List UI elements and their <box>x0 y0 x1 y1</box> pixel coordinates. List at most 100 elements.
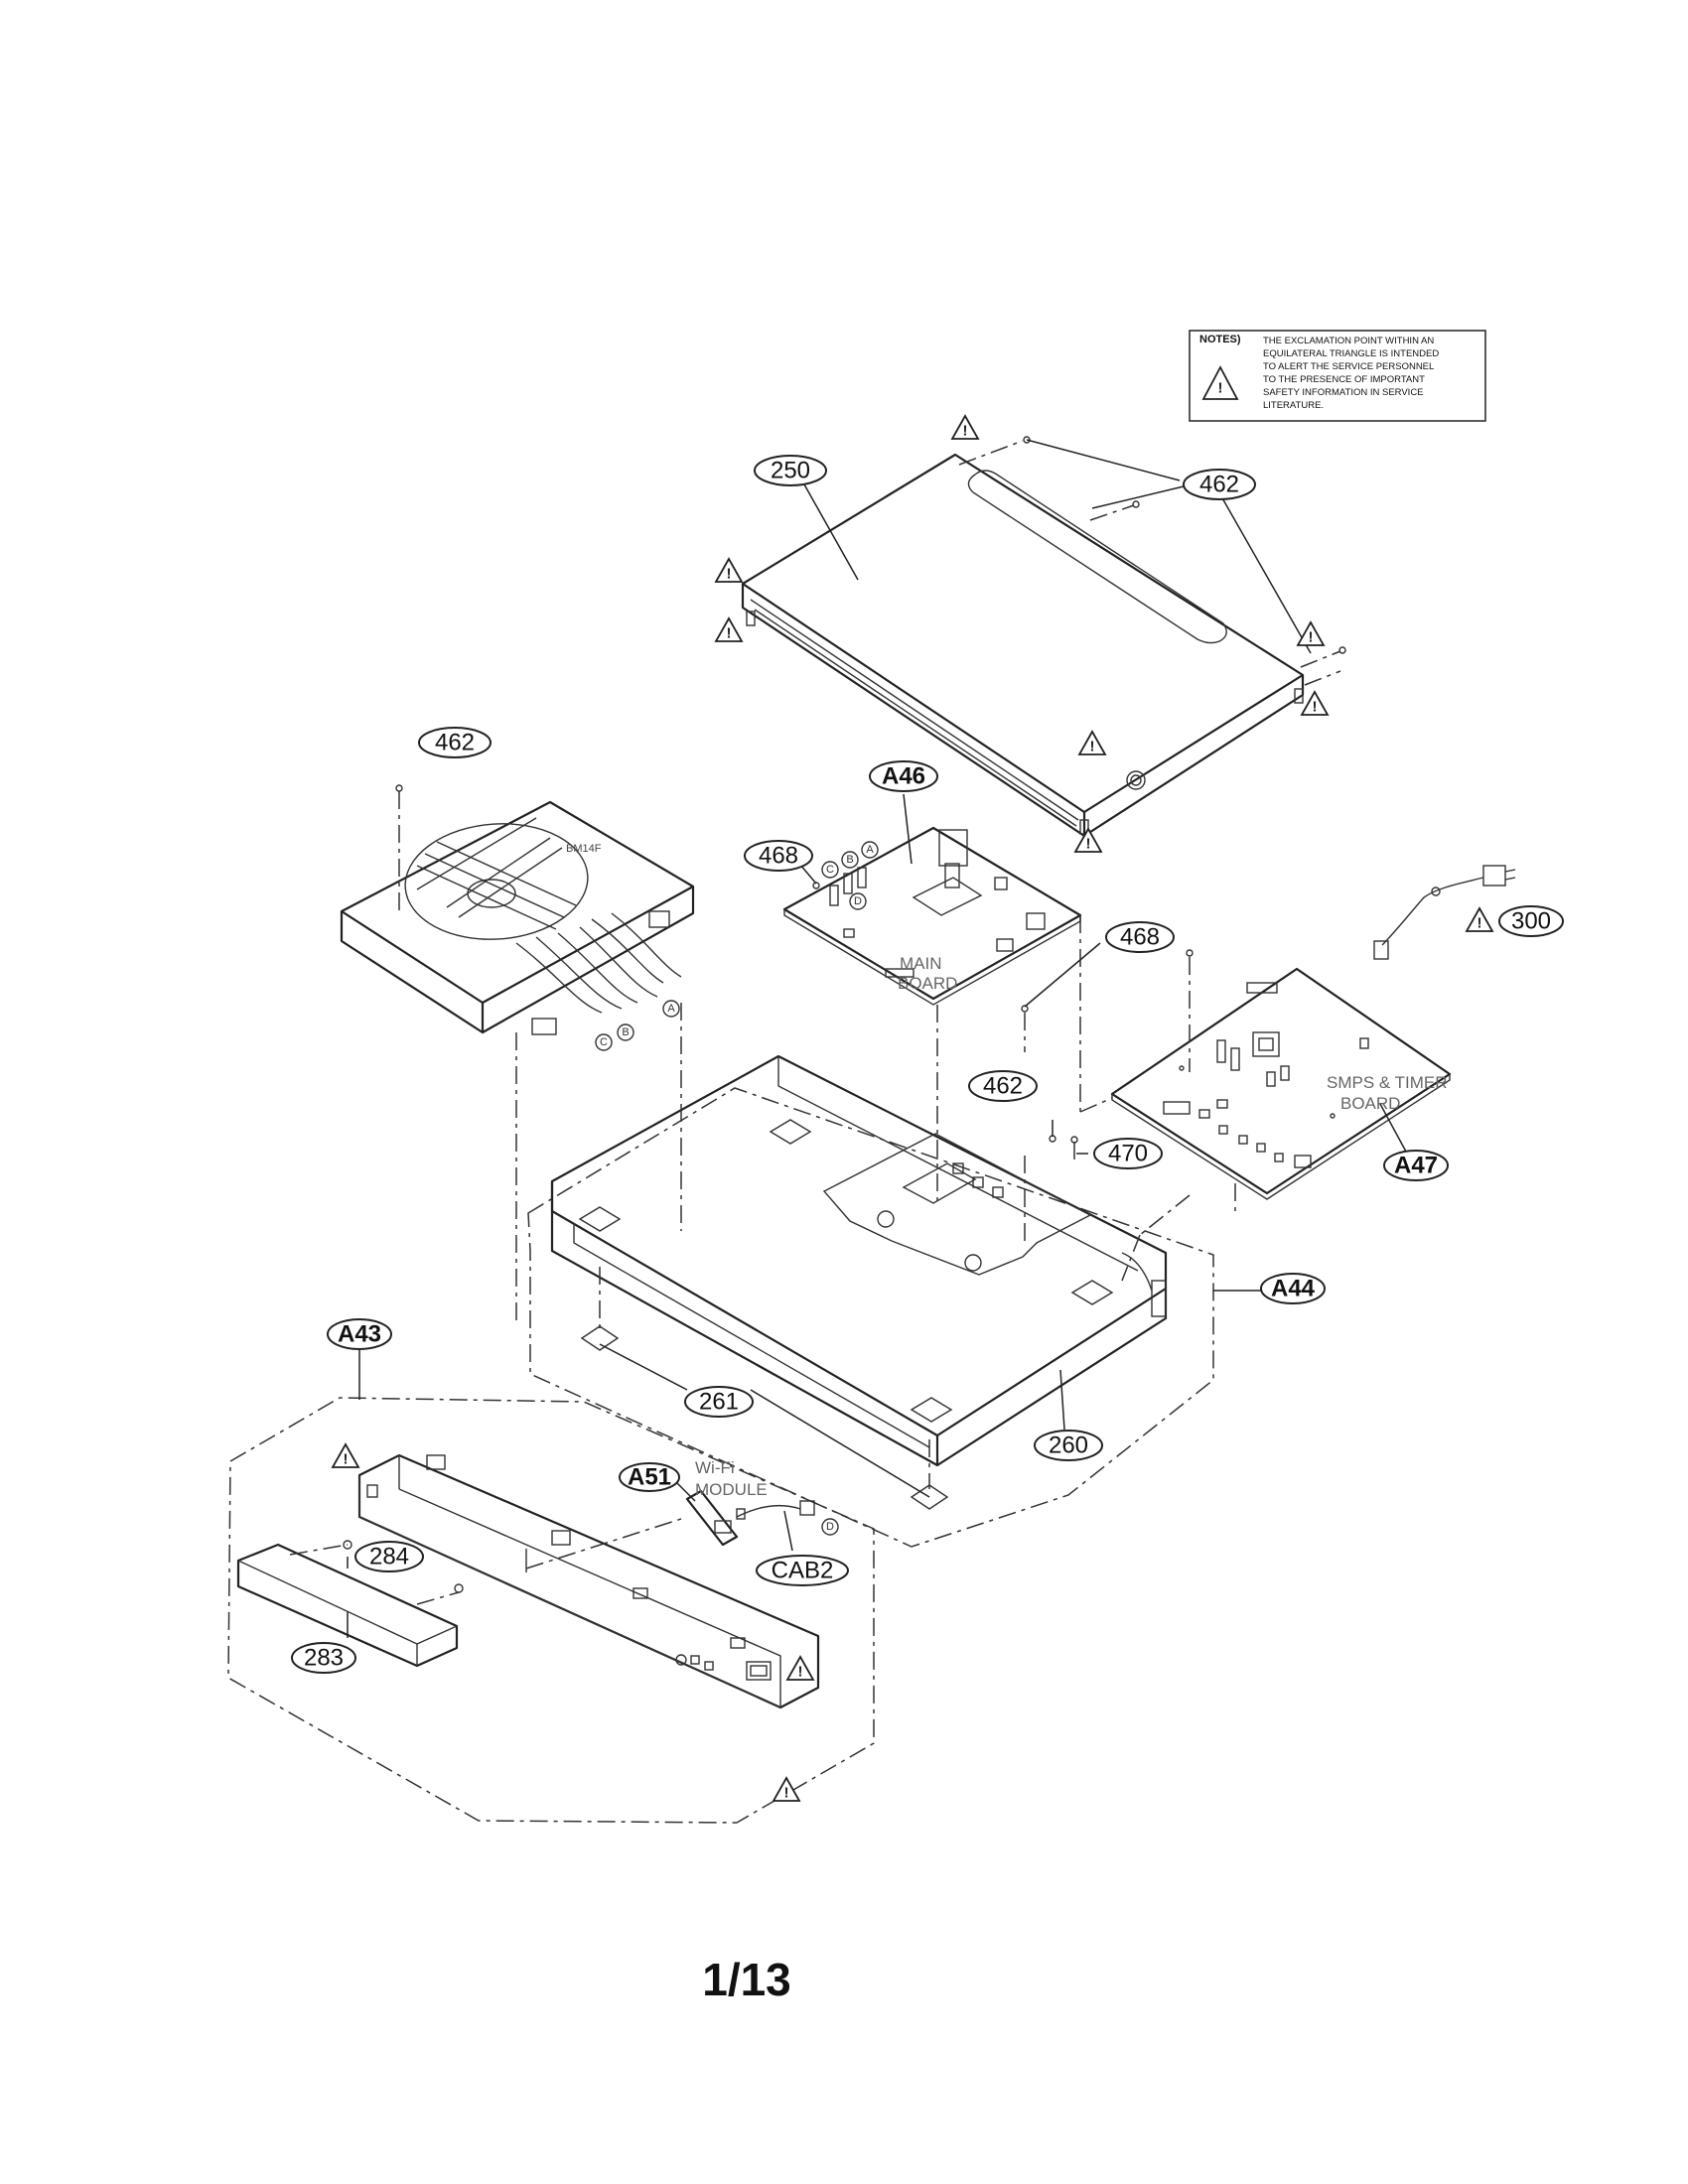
notes-line-5: SAFETY INFORMATION IN SERVICE <box>1263 387 1424 398</box>
letter-b-1: B <box>622 1026 629 1038</box>
svg-text:!: ! <box>1090 739 1095 755</box>
callout-261: 261 <box>684 1386 754 1418</box>
callout-A44: A44 <box>1260 1273 1326 1304</box>
warning-icon: ! <box>714 616 744 642</box>
callout-470: 470 <box>1093 1138 1163 1169</box>
svg-text:!: ! <box>798 1664 803 1681</box>
callout-A47: A47 <box>1383 1150 1449 1181</box>
smps-board-label-1: SMPS & TIMER <box>1327 1073 1448 1092</box>
svg-text:462: 462 <box>435 730 475 756</box>
letter-b-2: B <box>846 854 853 866</box>
svg-text:261: 261 <box>699 1389 739 1416</box>
notes-line-4: TO THE PRESENCE OF IMPORTANT <box>1263 374 1425 385</box>
svg-text:!: ! <box>344 1451 349 1468</box>
warning-icon: ! <box>785 1655 815 1681</box>
svg-text:!: ! <box>963 423 968 440</box>
warning-icon: ! <box>950 414 980 440</box>
svg-text:468: 468 <box>759 843 798 870</box>
chassis-feet <box>580 1267 949 1510</box>
warning-icon: ! <box>1201 365 1239 400</box>
notes-line-6: LITERATURE. <box>1263 400 1324 411</box>
main-board-label-2: BOARD <box>898 974 957 993</box>
loader-model-label: BM14F <box>566 843 602 855</box>
letter-a-1: A <box>667 1003 675 1015</box>
main-board-label-1: MAIN <box>900 954 942 973</box>
svg-text:!: ! <box>1086 836 1091 853</box>
callout-284: 284 <box>354 1541 424 1572</box>
front-panel <box>357 1453 820 1709</box>
warning-icons: ! ! ! ! ! ! ! ! ! ! ! <box>331 414 1494 1802</box>
leader-lines <box>347 439 1407 1638</box>
page-number: 1/13 <box>702 1954 791 2005</box>
svg-text:283: 283 <box>304 1645 344 1672</box>
svg-text:!: ! <box>1313 699 1318 716</box>
callout-A51: A51 <box>619 1462 680 1492</box>
notes-line-1: THE EXCLAMATION POINT WITHIN AN <box>1263 336 1434 346</box>
notes-line-2: EQUILATERAL TRIANGLE IS INTENDED <box>1263 348 1439 359</box>
main-board: MAIN BOARD <box>782 826 1082 1006</box>
wifi-label-1: Wi-Fi <box>695 1458 735 1477</box>
svg-text:!: ! <box>784 1785 789 1802</box>
svg-text:!: ! <box>1309 629 1314 646</box>
letter-d-2: D <box>826 1521 834 1533</box>
svg-text:A47: A47 <box>1394 1153 1438 1179</box>
svg-text:A44: A44 <box>1271 1276 1316 1302</box>
callout-A43: A43 <box>327 1318 392 1350</box>
notes-line-3: TO ALERT THE SERVICE PERSONNEL <box>1263 361 1434 372</box>
power-cord <box>1373 865 1516 960</box>
letter-d-1: D <box>854 895 862 907</box>
cover-screws <box>958 436 1346 686</box>
svg-text:A43: A43 <box>338 1321 381 1348</box>
notes-heading: NOTES) <box>1199 334 1241 345</box>
svg-text:284: 284 <box>369 1544 409 1570</box>
svg-text:462: 462 <box>983 1073 1023 1100</box>
callout-462-mid: 462 <box>968 1070 1038 1102</box>
svg-text:!: ! <box>1477 915 1482 932</box>
callout-462-top: 462 <box>1183 469 1256 500</box>
warning-icon: ! <box>331 1442 360 1468</box>
warning-icon: ! <box>714 557 744 583</box>
front-assembly-boundary <box>227 1397 875 1824</box>
top-cover <box>741 453 1305 838</box>
warning-icon: ! <box>1465 906 1494 932</box>
letter-c-2: C <box>826 864 834 876</box>
callout-468-left: 468 <box>744 840 813 872</box>
svg-text:468: 468 <box>1120 924 1160 951</box>
main-board-connector-letters: C B A D <box>821 841 879 910</box>
chassis <box>550 1054 1168 1467</box>
chassis-octagon-boundary <box>527 1087 1214 1548</box>
disc-loader: BM14F <box>340 800 695 1035</box>
callout-468-right: 468 <box>1105 921 1175 953</box>
letter-a-2: A <box>866 844 874 856</box>
callout-CAB2: CAB2 <box>756 1555 849 1586</box>
svg-text:300: 300 <box>1511 908 1551 935</box>
callout-283: 283 <box>291 1642 356 1674</box>
smps-board-label-2: BOARD <box>1340 1094 1400 1113</box>
svg-text:!: ! <box>727 625 732 642</box>
svg-text:260: 260 <box>1049 1433 1088 1459</box>
svg-text:!: ! <box>1218 380 1223 397</box>
callout-462-left: 462 <box>418 727 492 758</box>
warning-icon: ! <box>1300 690 1330 716</box>
loader-connector-letters: A B C <box>595 1000 680 1051</box>
svg-text:!: ! <box>727 566 732 583</box>
safety-notes-box: NOTES) ! THE EXCLAMATION POINT WITHIN AN… <box>1189 330 1486 422</box>
letter-c-1: C <box>600 1036 608 1048</box>
svg-text:CAB2: CAB2 <box>772 1558 834 1584</box>
warning-icon: ! <box>1077 730 1107 755</box>
callout-250: 250 <box>754 455 827 486</box>
wifi-module: D Wi-Fi MODULE <box>685 1458 839 1547</box>
svg-text:470: 470 <box>1108 1141 1148 1167</box>
svg-text:A51: A51 <box>628 1464 671 1491</box>
svg-text:A46: A46 <box>882 763 925 790</box>
warning-icon: ! <box>1073 827 1103 853</box>
svg-text:250: 250 <box>771 458 810 484</box>
callout-A46: A46 <box>869 760 938 792</box>
callout-260: 260 <box>1034 1430 1103 1461</box>
smps-timer-board: SMPS & TIMER BOARD <box>1110 967 1452 1200</box>
warning-icon: ! <box>772 1776 801 1802</box>
warning-icon: ! <box>1296 620 1326 646</box>
wifi-label-2: MODULE <box>695 1480 768 1499</box>
front-door <box>236 1540 464 1668</box>
